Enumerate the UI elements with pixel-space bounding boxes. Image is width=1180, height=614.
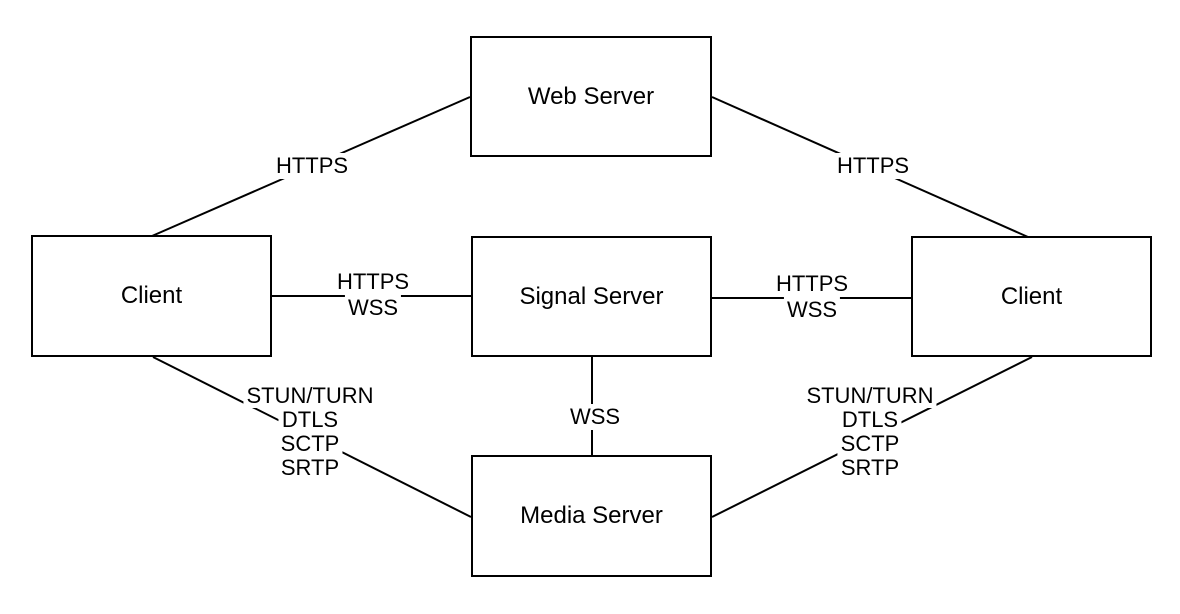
- protocol-label: HTTPS: [333, 269, 413, 295]
- edge-label-client-left-signal-server: HTTPS WSS: [333, 269, 413, 321]
- protocol-label: HTTPS: [272, 153, 352, 179]
- protocol-label: WSS: [344, 295, 402, 321]
- edge-label-web-server-client-right: HTTPS: [833, 153, 913, 179]
- protocol-label: STUN/TURN: [243, 384, 377, 408]
- protocol-label: SRTP: [277, 456, 343, 480]
- client-left-label: Client: [120, 282, 183, 309]
- node-media-server: Media Server: [471, 455, 712, 577]
- node-client-right: Client: [911, 236, 1152, 357]
- protocol-label: SCTP: [277, 432, 343, 456]
- protocol-label: HTTPS: [833, 153, 913, 179]
- signal-server-label: Signal Server: [519, 282, 664, 310]
- protocol-label: STUN/TURN: [803, 384, 937, 408]
- web-server-label: Web Server: [527, 82, 655, 110]
- protocol-label: DTLS: [278, 408, 342, 432]
- edge-label-signal-server-media-server: WSS: [566, 404, 624, 430]
- protocol-label: DTLS: [838, 408, 902, 432]
- protocol-label: WSS: [783, 297, 841, 323]
- edge-label-client-left-media-server: STUN/TURN DTLS SCTP SRTP: [243, 384, 377, 480]
- node-web-server: Web Server: [470, 36, 712, 157]
- protocol-label: HTTPS: [772, 271, 852, 297]
- media-server-label: Media Server: [520, 502, 663, 529]
- client-right-label: Client: [1000, 282, 1063, 310]
- protocol-label: WSS: [566, 404, 624, 430]
- edge-label-signal-server-client-right: HTTPS WSS: [772, 271, 852, 323]
- edge-label-client-left-web-server: HTTPS: [272, 153, 352, 179]
- protocol-label: SRTP: [837, 456, 903, 480]
- node-client-left: Client: [31, 235, 272, 357]
- node-signal-server: Signal Server: [471, 236, 712, 357]
- edge-label-client-right-media-server: STUN/TURN DTLS SCTP SRTP: [803, 384, 937, 480]
- protocol-label: SCTP: [837, 432, 903, 456]
